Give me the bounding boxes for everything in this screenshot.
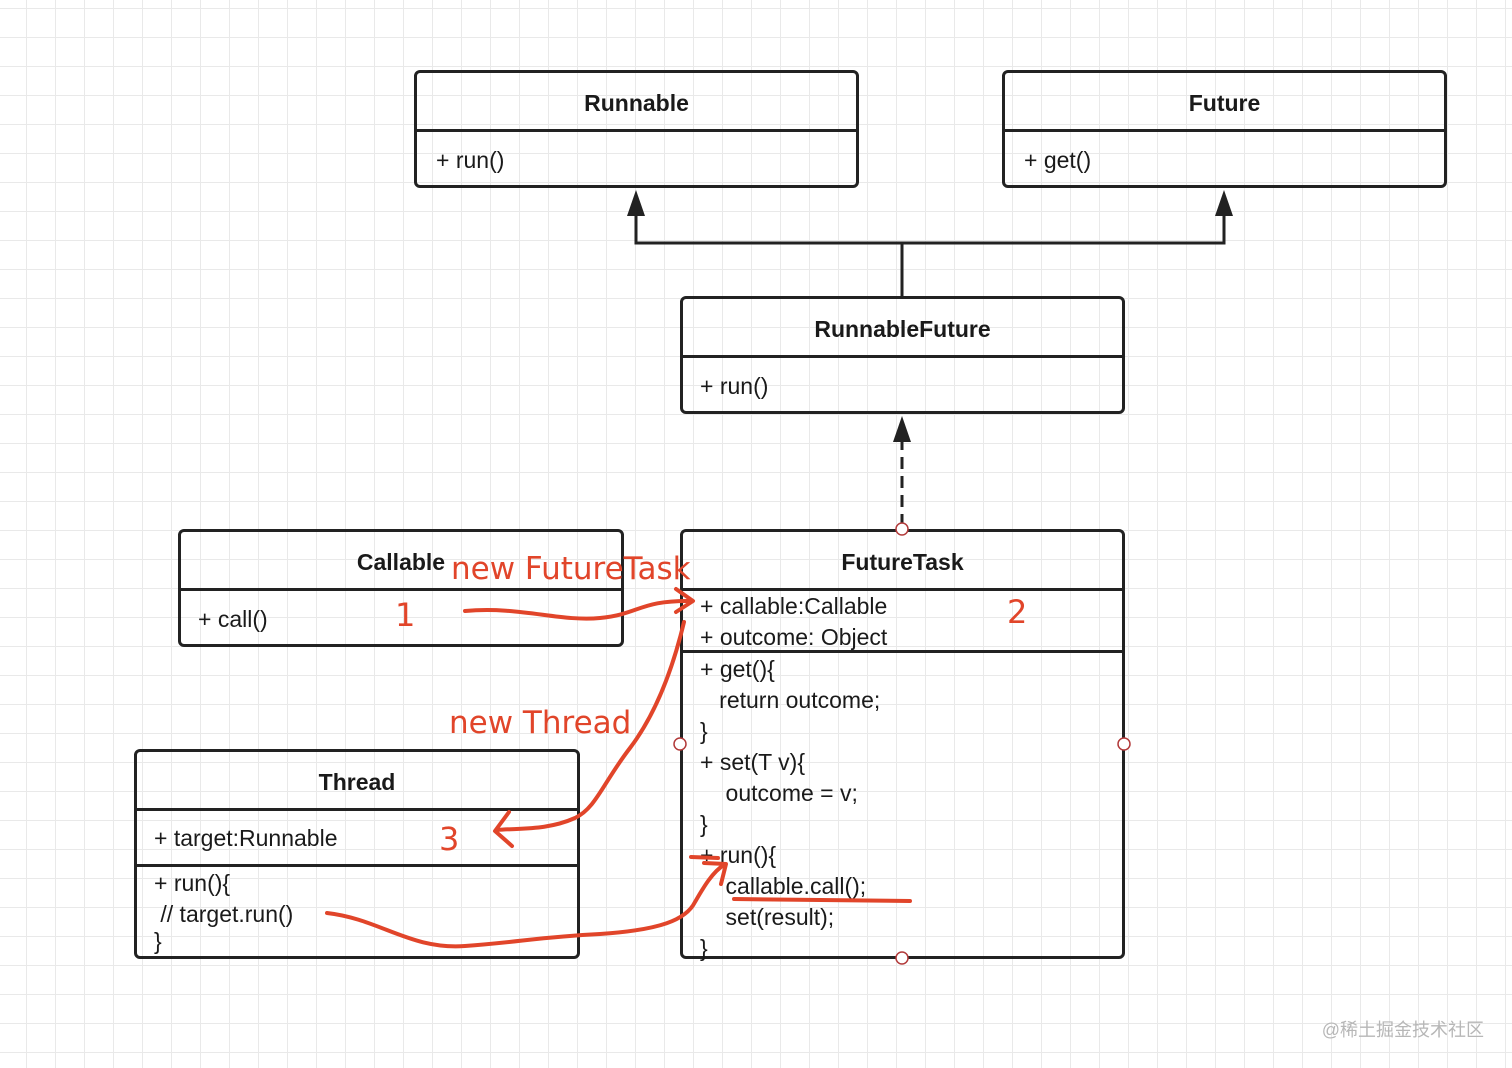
annotation-underline-run	[689, 855, 720, 860]
port-bottom[interactable]	[895, 951, 909, 965]
arrowhead-future	[1215, 190, 1233, 216]
annotation-step-3: 3	[439, 820, 460, 858]
futuretask-method-line: + get(){	[700, 656, 775, 682]
futuretask-method-line: }	[700, 718, 708, 744]
futuretask-field: + callable:Callable	[700, 593, 888, 619]
futuretask-field: + outcome: Object	[700, 624, 888, 650]
futuretask-method-line: }	[700, 935, 708, 961]
watermark: @稀土掘金技术社区	[1321, 1020, 1484, 1040]
class-callable-method: + call()	[198, 606, 268, 632]
thread-method-line: + run(){	[154, 870, 231, 896]
annotation-arrowhead-1	[674, 587, 695, 614]
class-callable[interactable]: Callable + call()	[178, 529, 624, 647]
thread-methods: + run(){ // target.run() }	[137, 870, 577, 960]
class-future-name: Future	[1005, 73, 1444, 132]
annotation-arrow-2	[495, 620, 686, 832]
thread-method-line: }	[154, 928, 162, 954]
port-left[interactable]	[673, 737, 687, 751]
annotation-step-1: 1	[395, 596, 416, 634]
port-top[interactable]	[895, 522, 909, 536]
class-callable-name: Callable	[181, 532, 621, 591]
annotation-step-2: 2	[1007, 593, 1028, 631]
annotation-arrow-3	[325, 863, 726, 949]
class-runnable[interactable]: Runnable + run()	[414, 70, 859, 188]
arrowhead-runnable	[627, 190, 645, 216]
port-right[interactable]	[1117, 737, 1131, 751]
class-futuretask-name: FutureTask	[683, 532, 1122, 591]
futuretask-method-line: }	[700, 811, 708, 837]
class-future[interactable]: Future + get()	[1002, 70, 1447, 188]
futuretask-method-line: + set(T v){	[700, 749, 806, 775]
class-runnablefuture[interactable]: RunnableFuture + run()	[680, 296, 1125, 414]
thread-fields: + target:Runnable	[137, 811, 577, 867]
class-runnable-name: Runnable	[417, 73, 856, 132]
annotation-arrow-1	[463, 598, 694, 621]
thread-field: + target:Runnable	[154, 825, 338, 851]
futuretask-method-line: outcome = v;	[700, 780, 858, 806]
annotation-new-futuretask: new FutureTask	[451, 551, 691, 587]
arrowhead-runnablefuture	[893, 416, 911, 442]
futuretask-fields: + callable:Callable + outcome: Object	[683, 591, 1122, 653]
class-future-method: + get()	[1024, 147, 1092, 173]
futuretask-method-line: return outcome;	[700, 687, 881, 713]
futuretask-method-line: set(result);	[700, 904, 835, 930]
class-runnablefuture-method: + run()	[700, 373, 769, 399]
class-thread-name: Thread	[137, 752, 577, 811]
futuretask-method-line: callable.call();	[700, 873, 867, 899]
futuretask-methods: + get(){ return outcome; } + set(T v){ o…	[683, 656, 1122, 961]
class-runnablefuture-name: RunnableFuture	[683, 299, 1122, 358]
edge-runnablefuture-future	[902, 212, 1226, 245]
class-runnable-method: + run()	[436, 147, 505, 173]
thread-method-line: // target.run()	[154, 901, 294, 927]
class-thread[interactable]: Thread + target:Runnable + run(){ // tar…	[134, 749, 580, 959]
annotation-arrowhead-2	[493, 810, 514, 848]
annotation-new-thread: new Thread	[449, 705, 632, 741]
edge-runnablefuture-runnable	[634, 212, 904, 296]
annotation-underline-call	[732, 897, 912, 903]
annotation-arrowhead-3	[702, 861, 728, 886]
